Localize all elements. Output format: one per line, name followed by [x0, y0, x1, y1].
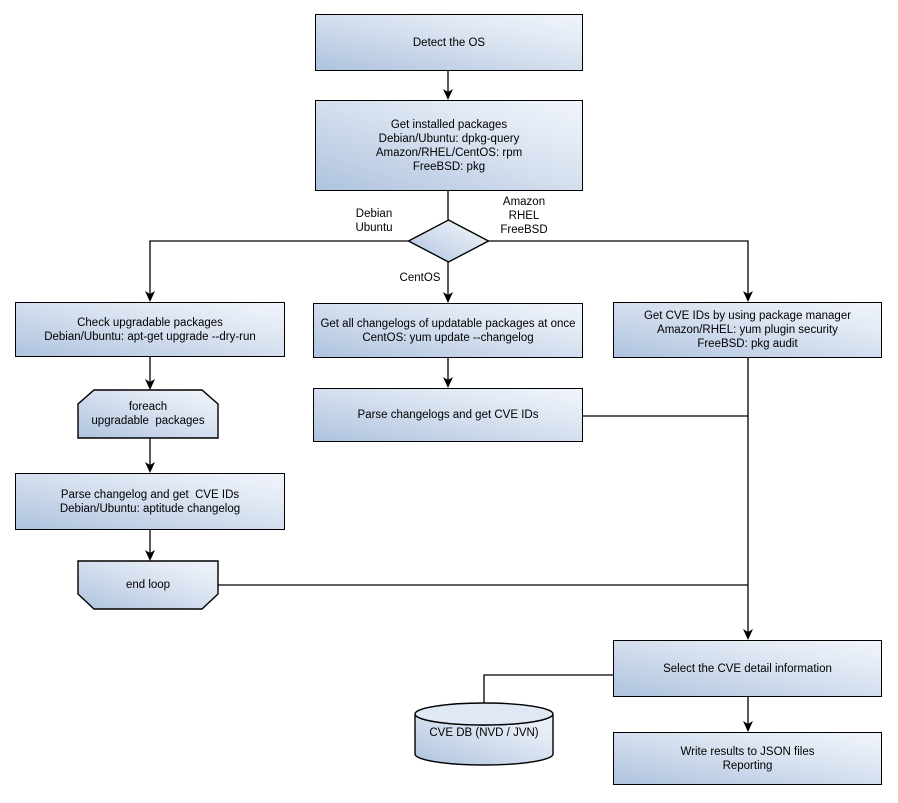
decision-diamond [406, 219, 491, 263]
loop-end-shape [77, 560, 219, 610]
node-get-cve-ids-package-manager: Get CVE IDs by using package manager Ama… [613, 302, 882, 358]
node-text-line: Parse changelog and get CVE IDs [60, 488, 240, 501]
node-get-all-changelogs: Get all changelogs of updatable packages… [313, 303, 583, 358]
node-text-line: Get all changelogs of updatable packages… [320, 317, 576, 330]
node-text-line: Get installed packages [390, 118, 508, 131]
node-text-line: Check upgradable packages [77, 316, 223, 329]
arrowhead [743, 721, 753, 732]
node-text-line: Debian/Ubuntu: aptitude changelog [59, 502, 241, 515]
node-text-line: Debian/Ubuntu: dpkg-query [378, 132, 520, 145]
node-get-installed-packages: Get installed packages Debian/Ubuntu: dp… [315, 100, 583, 191]
edge-decision-to-left [149, 240, 408, 295]
node-text-line: Amazon/RHEL: yum plugin security [657, 324, 838, 336]
edge-cvedb-to-select [483, 674, 613, 703]
node-text-line: Select the CVE detail information [663, 662, 832, 675]
arrowhead [145, 291, 155, 302]
arrowhead [443, 377, 453, 388]
arrowhead [145, 462, 155, 473]
arrowhead [743, 629, 753, 640]
arrowhead [443, 89, 453, 100]
node-text-line: CentOS: yum update --changelog [362, 331, 534, 344]
edge-decision-to-right [488, 240, 749, 295]
loop-start-shape [77, 389, 219, 439]
arrowhead [145, 550, 155, 561]
node-check-upgradable-packages: Check upgradable packages Debian/Ubuntu:… [15, 302, 285, 357]
node-parse-changelogs-centos: Parse changelogs and get CVE IDs [313, 388, 583, 442]
node-detect-os: Detect the OS [315, 14, 583, 71]
node-text-line: Debian/Ubuntu: apt-get upgrade --dry-run [44, 330, 256, 343]
arrowhead [145, 379, 155, 390]
arrowhead [743, 291, 753, 302]
node-text-line: Amazon/RHEL/CentOS: rpm [375, 146, 523, 159]
node-text-line: Reporting [722, 759, 773, 772]
node-text-line: FreeBSD: pkg audit [697, 338, 798, 350]
node-write-results: Write results to JSON files Reporting [613, 732, 882, 785]
node-text-line: Write results to JSON files [680, 745, 815, 758]
arrowheads [145, 89, 753, 732]
flow-connectors [149, 71, 749, 725]
node-select-cve-detail: Select the CVE detail information [613, 640, 882, 697]
node-parse-changelog-debian: Parse changelog and get CVE IDs Debian/U… [15, 473, 285, 530]
node-text-line: Detect the OS [412, 36, 486, 49]
node-text-line: Parse changelogs and get CVE IDs [357, 409, 539, 421]
node-text-line: FreeBSD: pkg [412, 160, 486, 173]
node-text-line: Get CVE IDs by using package manager [643, 310, 852, 322]
database-cylinder-top [414, 702, 554, 726]
arrowhead [443, 292, 453, 303]
